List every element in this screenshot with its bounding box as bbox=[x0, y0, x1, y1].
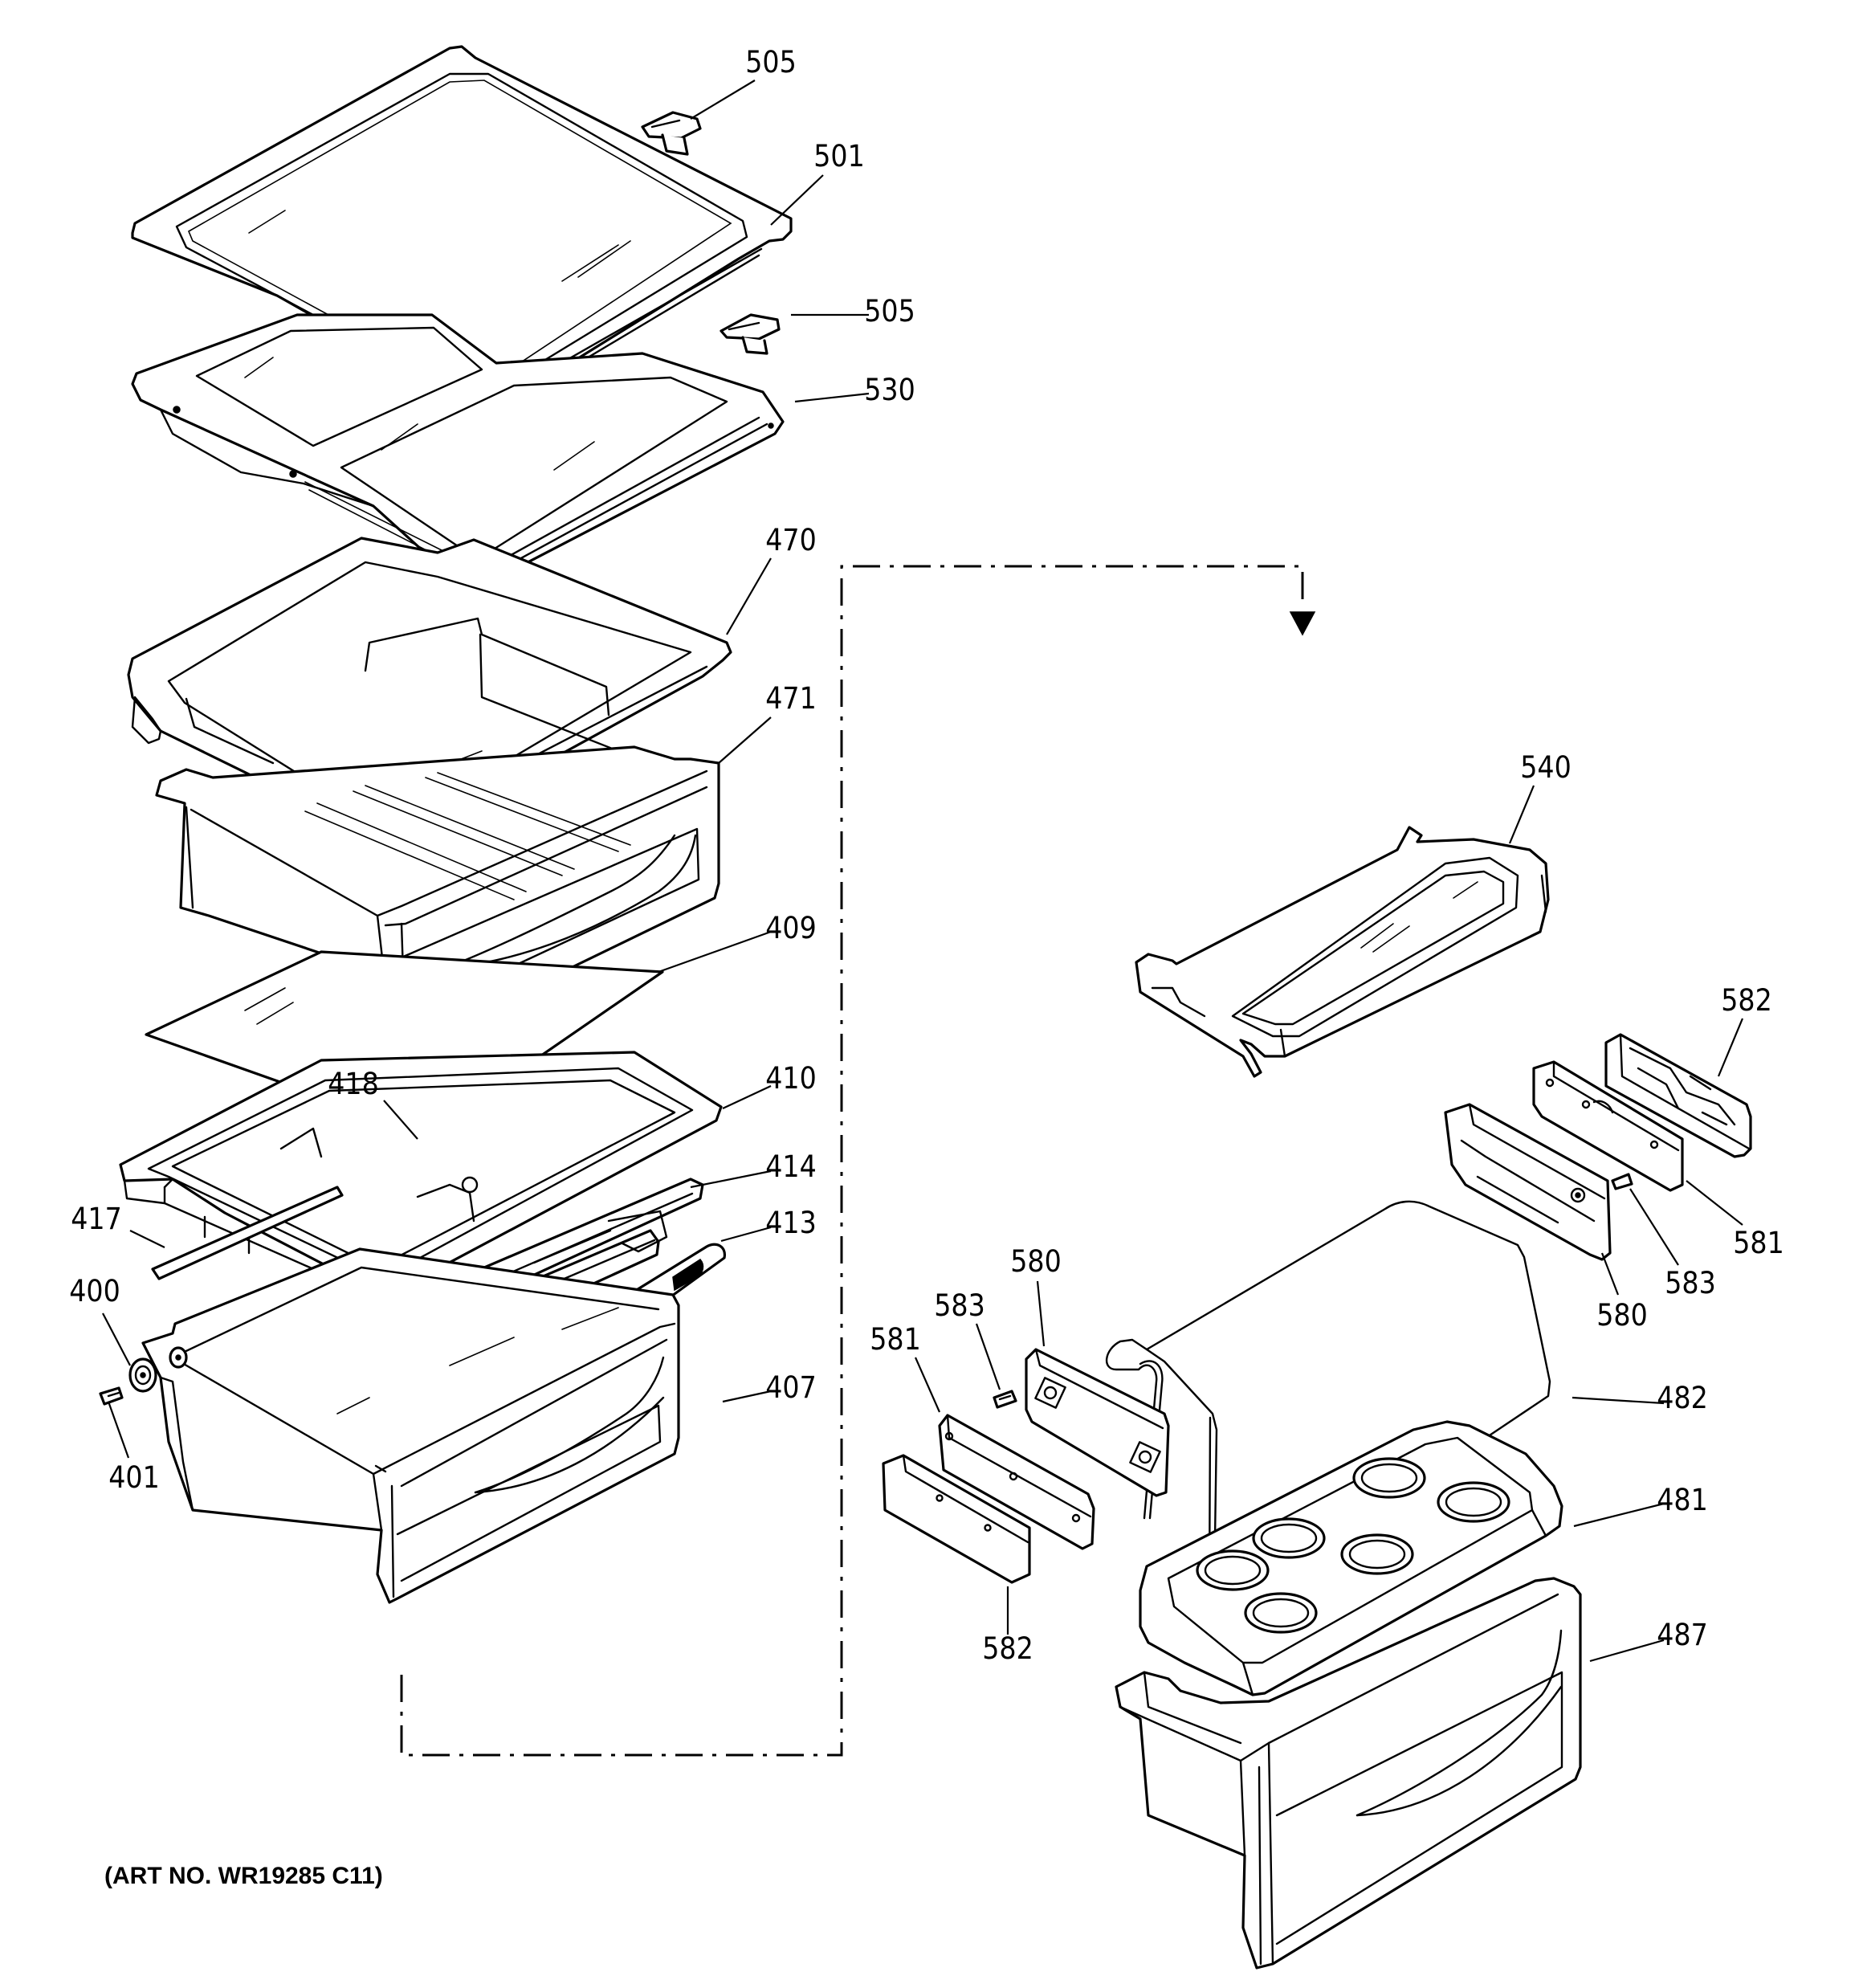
screw-part-583-right[interactable] bbox=[1611, 1173, 1633, 1190]
clip-part-505-mid[interactable] bbox=[720, 313, 781, 355]
leader-line-413 bbox=[720, 1226, 772, 1243]
leader-line-401 bbox=[107, 1401, 130, 1459]
leader-line-581a bbox=[914, 1357, 941, 1413]
callout-481[interactable]: 481 bbox=[1657, 1483, 1708, 1517]
rod-part-417[interactable] bbox=[151, 1186, 344, 1280]
callout-580b[interactable]: 580 bbox=[1596, 1298, 1648, 1333]
screw-part-583-left[interactable] bbox=[993, 1390, 1017, 1409]
leader-line-505a bbox=[690, 80, 756, 120]
callout-505a[interactable]: 505 bbox=[745, 45, 797, 80]
clip-part-505-top[interactable] bbox=[641, 111, 702, 156]
leader-line-540 bbox=[1508, 785, 1535, 844]
callout-530[interactable]: 530 bbox=[864, 373, 915, 407]
end-cap-part-582-left[interactable] bbox=[882, 1454, 1031, 1584]
lid-part-481[interactable] bbox=[1139, 1420, 1563, 1696]
leader-line-501 bbox=[770, 174, 824, 226]
leader-line-581b bbox=[1686, 1180, 1743, 1226]
leader-line-470 bbox=[726, 557, 772, 635]
leader-line-530 bbox=[794, 392, 870, 403]
callout-583a[interactable]: 583 bbox=[934, 1288, 985, 1323]
leader-line-414 bbox=[690, 1170, 772, 1189]
callout-407[interactable]: 407 bbox=[765, 1370, 817, 1405]
routing-line bbox=[400, 565, 1316, 1757]
callout-418[interactable]: 418 bbox=[328, 1067, 379, 1101]
leader-line-580b bbox=[1600, 1252, 1620, 1296]
end-cap-part-582-right[interactable] bbox=[1604, 1033, 1752, 1158]
callout-580a[interactable]: 580 bbox=[1010, 1244, 1062, 1279]
leader-line-471 bbox=[718, 716, 772, 764]
leader-line-407 bbox=[722, 1390, 772, 1403]
leader-line-583b bbox=[1629, 1188, 1679, 1266]
leader-line-583a bbox=[975, 1323, 1001, 1390]
callout-581b[interactable]: 581 bbox=[1733, 1226, 1784, 1260]
callout-501[interactable]: 501 bbox=[813, 139, 865, 173]
callout-414[interactable]: 414 bbox=[765, 1149, 817, 1184]
callout-505b[interactable]: 505 bbox=[864, 294, 915, 329]
callout-417[interactable]: 417 bbox=[71, 1202, 122, 1236]
screw-part-401[interactable] bbox=[99, 1386, 124, 1406]
callout-400[interactable]: 400 bbox=[69, 1274, 120, 1308]
callout-582a[interactable]: 582 bbox=[1721, 983, 1772, 1018]
tray-cover-part-540[interactable] bbox=[1135, 826, 1550, 1078]
bracket-part-580-left[interactable] bbox=[1025, 1348, 1170, 1497]
callout-410[interactable]: 410 bbox=[765, 1061, 817, 1096]
drawer-part-407[interactable] bbox=[141, 1247, 680, 1604]
callout-487[interactable]: 487 bbox=[1657, 1618, 1708, 1652]
bin-part-487[interactable] bbox=[1115, 1577, 1582, 1970]
callout-582b[interactable]: 582 bbox=[982, 1631, 1033, 1666]
leader-line-418 bbox=[383, 1100, 418, 1140]
leader-line-580a bbox=[1036, 1280, 1046, 1347]
leader-line-582a bbox=[1717, 1018, 1744, 1077]
bracket-part-581-left[interactable] bbox=[938, 1414, 1095, 1550]
crisper-drawer-part-471[interactable] bbox=[155, 745, 720, 1047]
callout-540[interactable]: 540 bbox=[1520, 750, 1572, 785]
leader-line-482 bbox=[1572, 1396, 1665, 1405]
wheel-part-400[interactable] bbox=[128, 1357, 157, 1393]
leader-line-400 bbox=[102, 1312, 131, 1366]
callout-471[interactable]: 471 bbox=[765, 681, 817, 716]
leader-line-481 bbox=[1573, 1502, 1665, 1528]
leader-line-487 bbox=[1589, 1639, 1665, 1663]
shelf-frame-part-530[interactable] bbox=[131, 313, 785, 594]
callout-409[interactable]: 409 bbox=[765, 911, 817, 945]
bracket-part-581-right[interactable] bbox=[1532, 1060, 1684, 1192]
leader-line-417 bbox=[129, 1230, 165, 1248]
callout-401[interactable]: 401 bbox=[108, 1460, 160, 1495]
callout-470[interactable]: 470 bbox=[765, 523, 817, 557]
callout-581a[interactable]: 581 bbox=[870, 1322, 921, 1357]
callout-583b[interactable]: 583 bbox=[1665, 1266, 1716, 1300]
leader-line-410 bbox=[722, 1085, 772, 1109]
art-number: (ART NO. WR19285 C11) bbox=[104, 1863, 383, 1889]
callout-413[interactable]: 413 bbox=[765, 1206, 817, 1240]
callout-482[interactable]: 482 bbox=[1657, 1381, 1708, 1415]
wire-frame-part-482[interactable] bbox=[1105, 1200, 1551, 1596]
bracket-part-580-right[interactable] bbox=[1444, 1103, 1612, 1261]
callout-labels: 505 501 505 530 470 471 409 418 410 414 417 413 400 4… bbox=[69, 45, 1784, 1666]
leader-line-409 bbox=[658, 930, 772, 974]
